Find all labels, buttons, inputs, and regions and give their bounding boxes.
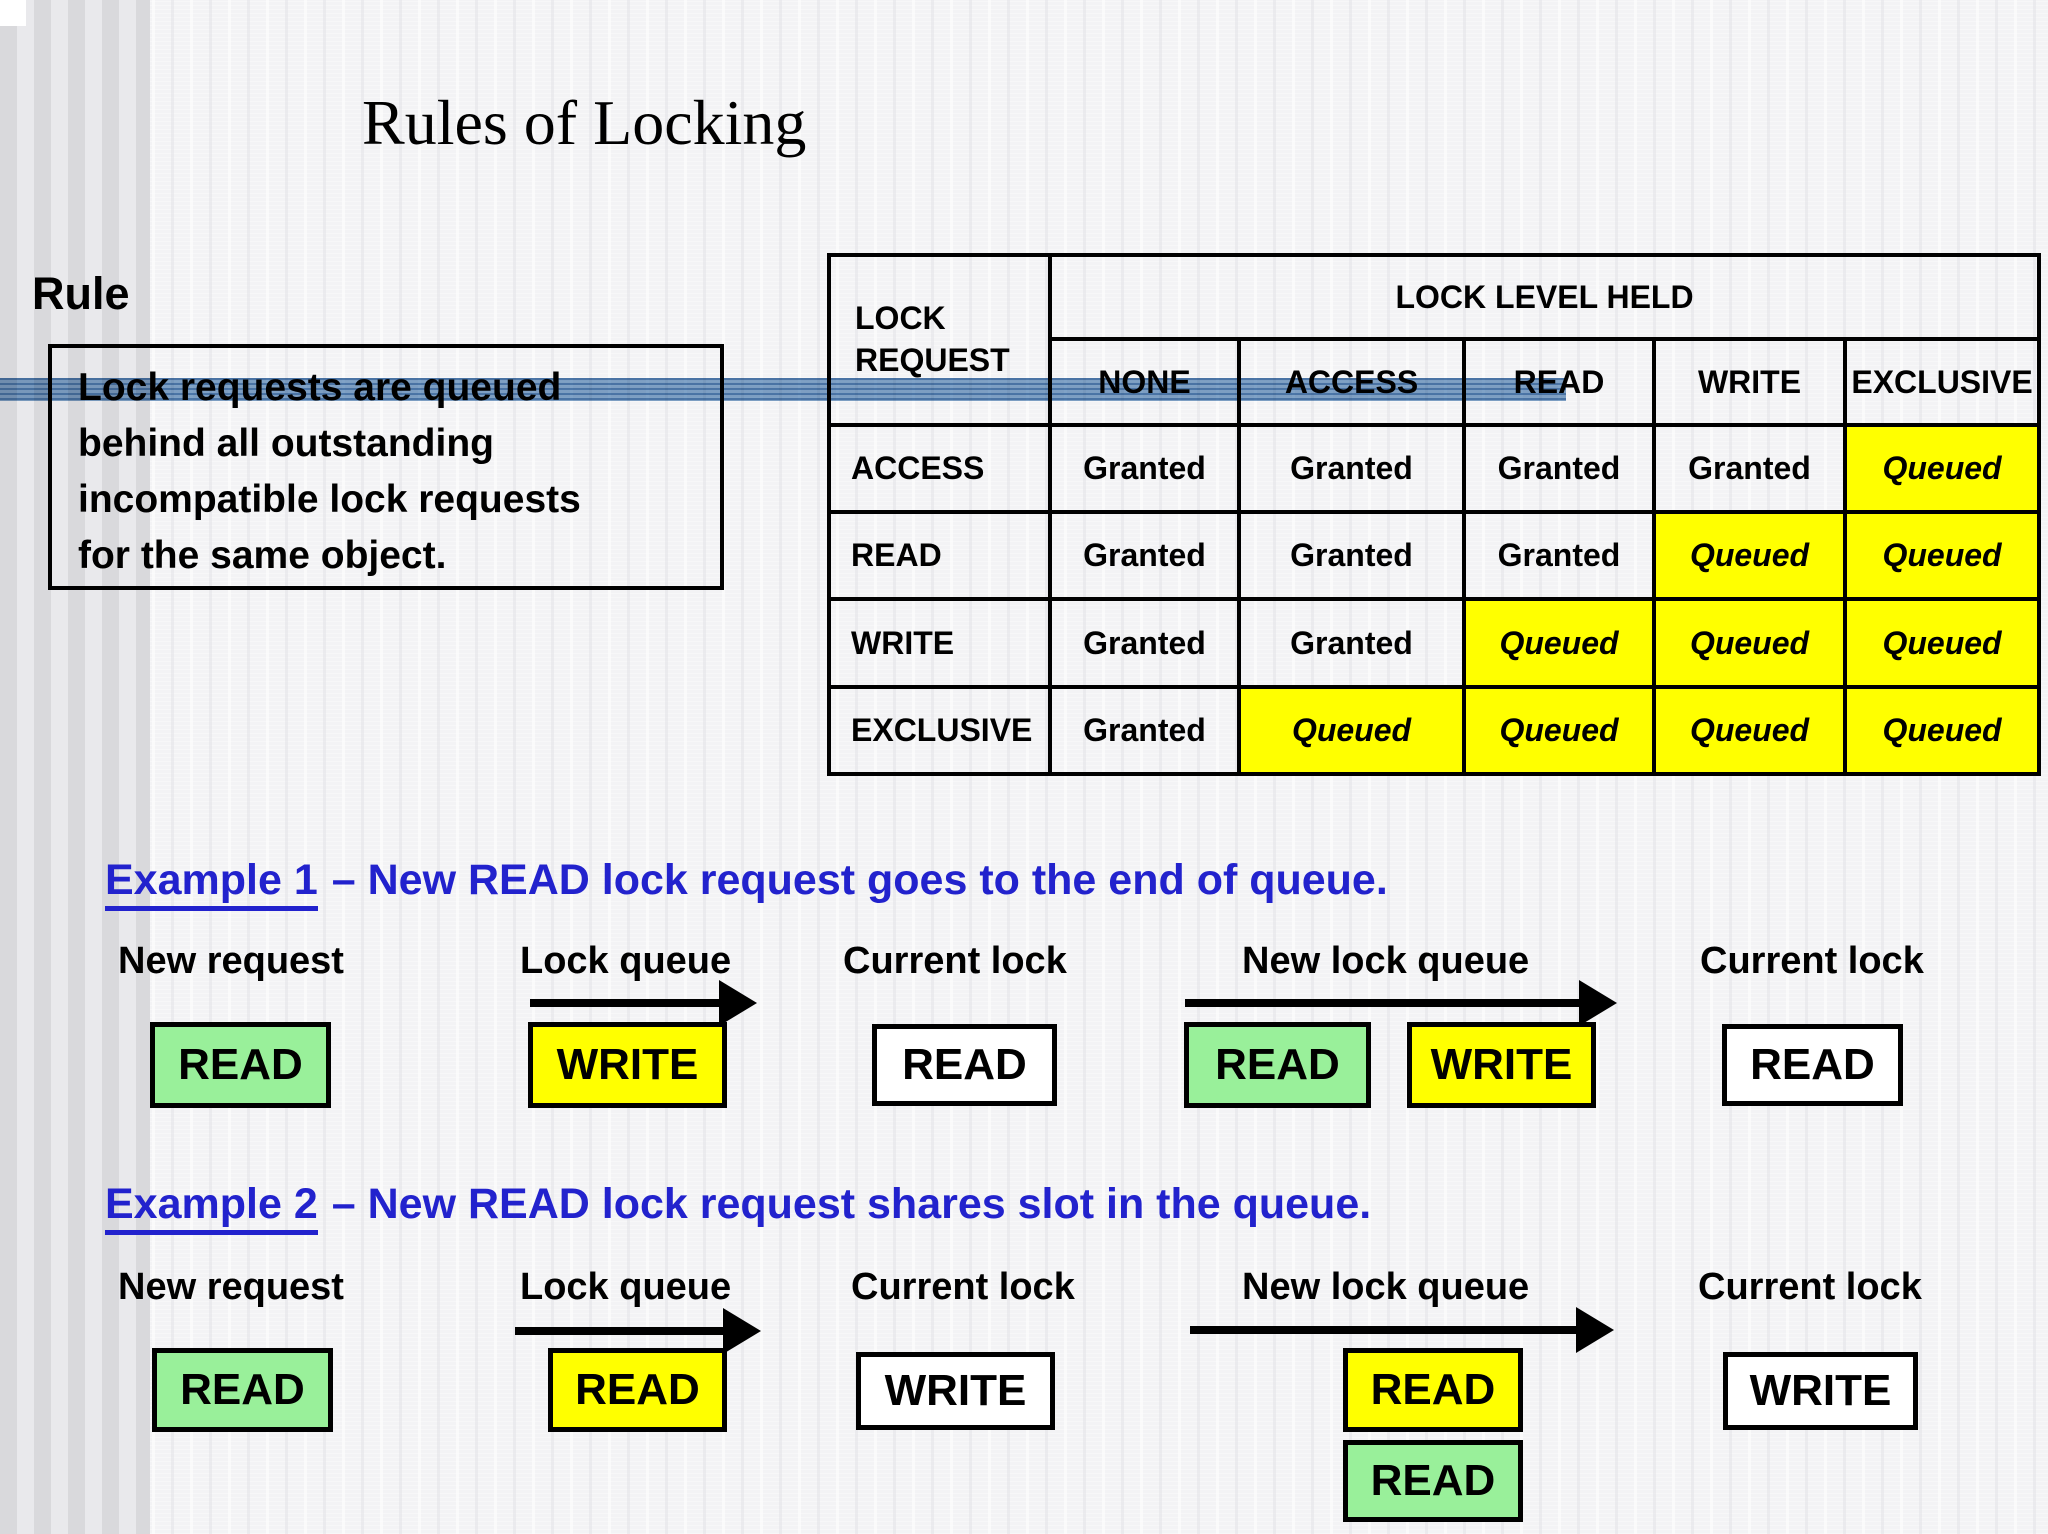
table-cell: Queued [1842, 685, 2042, 776]
slide-title: Rules of Locking [362, 87, 807, 158]
table-cell: Granted [1237, 510, 1466, 601]
example1-heading-text: – New READ lock request goes to the end … [331, 856, 1388, 904]
table-cell: Queued [1842, 423, 2042, 514]
table-cell: Queued [1462, 685, 1656, 776]
table-cell: Granted [1048, 685, 1241, 776]
example2-box-lock-queue: READ [548, 1348, 727, 1432]
col-header-access: ACCESS [1237, 337, 1466, 427]
left-stripe-band [0, 0, 150, 1534]
example1-label-current-lock-after: Current lock [1700, 940, 1924, 982]
row-label-read: READ [827, 510, 1052, 601]
col-header-read: READ [1462, 337, 1656, 427]
example2-box-current-lock-after: WRITE [1723, 1352, 1918, 1430]
example1-heading: Example 1 – New READ lock request goes to… [105, 856, 1388, 911]
example2-label-current-lock: Current lock [851, 1266, 1075, 1308]
table-cell: Queued [1462, 597, 1656, 689]
col-header-exclusive: EXCLUSIVE [1842, 337, 2042, 427]
example1-label-new-request: New request [118, 940, 344, 982]
col-header-write: WRITE [1652, 337, 1847, 427]
example1-box-new-queue-first: READ [1184, 1022, 1371, 1108]
example2-heading-link: Example 2 [105, 1180, 318, 1235]
table-cell: Queued [1842, 597, 2042, 689]
example2-box-current-lock: WRITE [856, 1352, 1055, 1430]
example2-box-new-queue-top: READ [1343, 1348, 1523, 1432]
table-cell: Granted [1048, 510, 1241, 601]
example1-box-new-request: READ [150, 1022, 331, 1108]
rule-line: behind all outstanding [78, 422, 494, 465]
table-cell: Granted [1048, 597, 1241, 689]
row-label-write: WRITE [827, 597, 1052, 689]
table-corner-header: LOCK REQUEST [827, 253, 1052, 427]
example2-label-current-lock-after: Current lock [1698, 1266, 1922, 1308]
example2-box-new-queue-bottom: READ [1343, 1440, 1523, 1522]
example1-label-current-lock: Current lock [843, 940, 1067, 982]
example2-label-new-request: New request [118, 1266, 344, 1308]
table-cell: Granted [1462, 423, 1656, 514]
example1-box-lock-queue: WRITE [528, 1022, 727, 1108]
row-label-exclusive: EXCLUSIVE [827, 685, 1052, 776]
example2-heading: Example 2 – New READ lock request shares … [105, 1180, 1372, 1235]
row-label-access: ACCESS [827, 423, 1052, 514]
table-cell: Queued [1652, 597, 1847, 689]
rule-heading: Rule [32, 268, 130, 319]
arrow-right-icon [1190, 1307, 1614, 1353]
example2-label-new-lock-queue: New lock queue [1242, 1266, 1530, 1308]
rule-line: incompatible lock requests [78, 478, 581, 521]
table-cell: Queued [1842, 510, 2042, 601]
example1-box-current-lock-after: READ [1722, 1024, 1903, 1106]
example1-label-new-lock-queue: New lock queue [1242, 940, 1530, 982]
table-cell: Queued [1652, 510, 1847, 601]
example1-label-lock-queue: Lock queue [520, 940, 732, 982]
table-row: WRITE Granted Granted Queued Queued Queu… [827, 597, 2042, 689]
arrow-right-icon [530, 980, 757, 1026]
col-header-none: NONE [1048, 337, 1241, 427]
arrow-right-icon [1185, 980, 1617, 1026]
table-cell: Granted [1237, 423, 1466, 514]
example2-box-new-request: READ [152, 1348, 333, 1432]
table-cell: Granted [1652, 423, 1847, 514]
table-cell: Granted [1237, 597, 1466, 689]
top-left-notch [0, 0, 26, 26]
table-cell: Granted [1462, 510, 1656, 601]
table-group-header: LOCK LEVEL HELD [1047, 253, 2042, 341]
rule-line: for the same object. [78, 534, 447, 577]
table-cell: Granted [1048, 423, 1241, 514]
example2-heading-text: – New READ lock request shares slot in t… [331, 1180, 1372, 1228]
table-cell: Queued [1652, 685, 1847, 776]
example1-box-new-queue-second: WRITE [1407, 1022, 1596, 1108]
rule-box: Lock requests are queued behind all outs… [48, 344, 724, 590]
table-row: ACCESS Granted Granted Granted Granted Q… [827, 423, 2042, 514]
example1-box-current-lock: READ [872, 1024, 1057, 1106]
table-row: EXCLUSIVE Granted Queued Queued Queued Q… [827, 685, 2042, 776]
rule-line: Lock requests are queued [78, 366, 562, 409]
table-row: READ Granted Granted Granted Queued Queu… [827, 510, 2042, 601]
example1-heading-link: Example 1 [105, 856, 318, 911]
table-cell: Queued [1237, 685, 1466, 776]
example2-label-lock-queue: Lock queue [520, 1266, 732, 1308]
arrow-right-icon [515, 1308, 761, 1354]
lock-compatibility-table: LOCK REQUEST LOCK LEVEL HELD NONE ACCESS… [827, 253, 2042, 776]
